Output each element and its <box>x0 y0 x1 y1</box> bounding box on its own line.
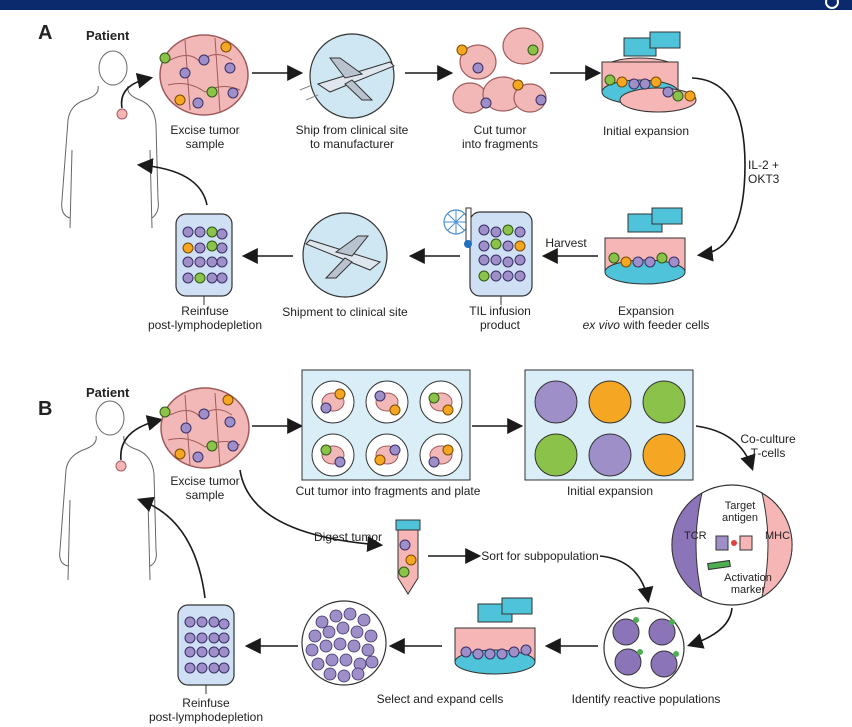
arrow-il2 <box>691 77 746 262</box>
excise-label-a-l2: sample <box>185 137 225 151</box>
excise-label-b: Excise tumor sample <box>170 474 239 502</box>
expanded-cells <box>301 600 387 686</box>
tumor-site-a <box>116 108 128 120</box>
plane-icon-a2 <box>302 212 388 298</box>
tumor-site-b <box>115 460 127 472</box>
tcr-mhc-interaction <box>671 484 793 606</box>
arrow-digest <box>239 469 384 552</box>
panel-a-letter: A <box>38 22 53 44</box>
culture-flasks-b <box>454 597 536 675</box>
reinfuse-bag-a <box>175 213 233 305</box>
reinfuse-label-b-l2: post-lymphodepletion <box>148 710 264 724</box>
shipment-label: Shipment to clinical site <box>282 305 408 319</box>
panel-b-letter: B <box>38 398 53 420</box>
cut-label-a-l1: Cut tumor <box>473 123 527 137</box>
activation-label-l1: Activation <box>724 572 772 584</box>
excise-label-a-l1: Excise tumor <box>170 123 240 137</box>
til-label: TIL infusion product <box>469 304 531 332</box>
reinfuse-label-b-l1: Reinfuse <box>182 696 230 710</box>
digest-label: Digest tumor <box>313 530 383 544</box>
reinfuse-bag-b <box>177 604 235 694</box>
reinfuse-label-b: Reinfuse post-lymphodepletion <box>149 696 263 724</box>
expansion-label-l1: Expansion <box>617 304 675 318</box>
digest-tube <box>395 519 421 595</box>
arrow-coculture <box>695 425 756 472</box>
corner-logo-icon <box>824 0 840 10</box>
ship-label-a: Ship from clinical site to manufacturer <box>296 123 409 151</box>
top-banner <box>0 0 852 10</box>
til-label-l2: product <box>479 318 521 332</box>
reinfuse-label-a-l1: Reinfuse <box>181 304 229 318</box>
coculture-label-l2: T-cells <box>750 446 786 460</box>
arrow-reinfuse-b <box>136 496 206 599</box>
il2-label-l1: IL-2 + <box>748 158 780 172</box>
patient-label-a: Patient <box>86 28 130 43</box>
patient-figure-a <box>61 50 159 229</box>
select-expand-label: Select and expand cells <box>376 692 504 706</box>
tcr-label: TCR <box>684 530 707 542</box>
excise-label-a: Excise tumor sample <box>170 123 239 151</box>
til-infusion-bag <box>443 207 533 305</box>
activation-marker-label: Activation marker <box>724 572 772 596</box>
arrow-excise-a <box>120 72 154 109</box>
tumor-fragments-a <box>452 27 547 114</box>
well-plate-fragments <box>301 369 471 481</box>
coculture-label: Co-culture T-cells <box>740 432 795 460</box>
initial-expansion-label-b: Initial expansion <box>566 484 654 498</box>
mhc-label: MHC <box>765 530 791 542</box>
excise-label-b-l2: sample <box>185 488 225 502</box>
il2-label-l2: OKT3 <box>748 172 780 186</box>
reactive-cells <box>603 607 685 689</box>
target-antigen-label: Target antigen <box>722 500 758 524</box>
il2-label: IL-2 + OKT3 <box>748 158 779 186</box>
patient-figure-b <box>59 400 157 581</box>
arrow-sort-b <box>599 555 654 604</box>
ex-vivo-text: ex vivo <box>582 318 620 332</box>
arrow-excise-b <box>120 415 164 461</box>
identify-label: Identify reactive populations <box>571 692 721 706</box>
tumor-sample-a <box>159 34 249 116</box>
target-label-l1: Target <box>724 500 756 512</box>
culture-flasks-a2 <box>604 207 686 285</box>
initial-expansion-label-a: Initial expansion <box>602 124 690 138</box>
plane-icon-a1 <box>299 33 395 119</box>
reinfuse-label-a-l2: post-lymphodepletion <box>147 318 263 332</box>
activation-label-l2: marker <box>730 584 766 596</box>
ship-label-a-l1: Ship from clinical site <box>295 123 409 137</box>
ship-label-a-l2: to manufacturer <box>309 137 395 151</box>
expansion-label-l2: ex vivo with feeder cells <box>583 318 710 332</box>
cut-label-a-l2: into fragments <box>461 137 539 151</box>
target-label-l2: antigen <box>721 512 759 524</box>
sort-label: Sort for subpopulation <box>481 549 599 563</box>
cut-label-a: Cut tumor into fragments <box>462 123 538 151</box>
arrow-identify <box>686 607 733 649</box>
tumor-sample-b <box>159 387 250 469</box>
coculture-label-l1: Co-culture <box>740 432 796 446</box>
cut-plate-label: Cut tumor into fragments and plate <box>295 484 481 498</box>
excise-label-b-l1: Excise tumor <box>170 474 240 488</box>
reinfuse-label-a: Reinfuse post-lymphodepletion <box>148 304 262 332</box>
til-label-l1: TIL infusion <box>469 304 531 318</box>
patient-label-b: Patient <box>86 385 130 400</box>
well-plate-expansion <box>524 369 694 481</box>
arrow-reinfuse-a <box>136 158 208 206</box>
harvest-label: Harvest <box>545 236 587 250</box>
expansion-label: Expansion ex vivo with feeder cells <box>583 304 710 332</box>
feeder-cells-text: with feeder cells <box>619 318 710 332</box>
culture-flasks-a1 <box>601 31 697 113</box>
